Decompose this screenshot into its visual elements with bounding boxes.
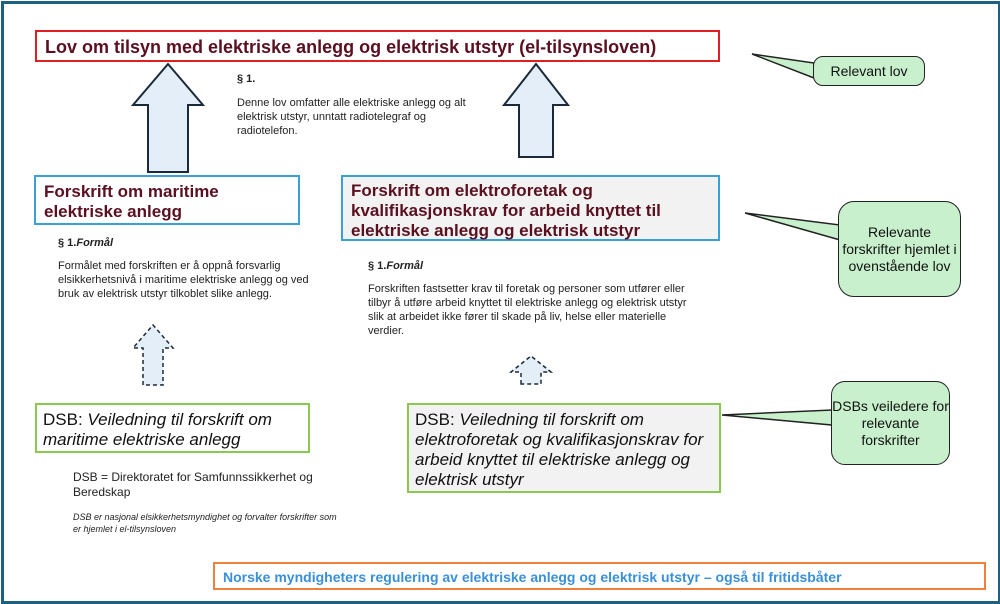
law-section: § 1. Denne lov omfatter alle elektriske … [237, 72, 477, 138]
contractor-section-heading: § 1. [368, 260, 387, 272]
dsb-maritime-prefix: DSB: [43, 410, 88, 429]
callout-dsb-guides: DSBs veiledere for relevante forskrifter [831, 381, 950, 465]
callout-dsb-guides-text: DSBs veiledere for relevante forskrifter [832, 397, 949, 448]
maritime-section-label: Formål [76, 237, 114, 249]
callout-relevant-regulations-text: Relevante forskrifter hjemlet i ovenståe… [842, 223, 957, 274]
dashed-up-arrow-left [131, 323, 175, 386]
footer-caption: Norske myndigheters regulering av elektr… [223, 569, 842, 585]
contractor-section-text: Forskriften fastsetter krav til foretak … [368, 283, 687, 337]
dsb-maritime-guide-box: DSB: Veiledning til forskrift om maritim… [35, 403, 310, 453]
dashed-up-arrow-right [508, 355, 554, 385]
dsb-contractor-prefix: DSB: [415, 410, 460, 429]
callout-pointer-guides [721, 409, 833, 426]
contractor-section-label: Formål [386, 260, 424, 272]
callout-relevant-regulations: Relevante forskrifter hjemlet i ovenståe… [838, 201, 961, 297]
law-title: Lov om tilsyn med elektriske anlegg og e… [45, 37, 657, 57]
dsb-maritime-title: Veiledning til forskrift om maritime ele… [43, 410, 272, 449]
contractor-regulation-title: Forskrift om elektroforetak og kvalifika… [351, 181, 661, 240]
callout-pointer-regulations [744, 212, 841, 241]
law-section-heading: § 1. [237, 73, 256, 85]
up-arrow-right [501, 62, 571, 158]
law-title-box: Lov om tilsyn med elektriske anlegg og e… [35, 30, 720, 62]
maritime-section: § 1.Formål Formålet med forskriften er å… [58, 236, 320, 301]
maritime-regulation-title: Forskrift om maritime elektriske anlegg [44, 182, 219, 221]
callout-relevant-law: Relevant lov [813, 56, 925, 86]
dsb-definition: DSB = Direktoratet for Samfunnssikkerhet… [73, 470, 313, 499]
callout-relevant-law-text: Relevant lov [830, 62, 908, 79]
law-section-text: Denne lov omfatter alle elektriske anleg… [237, 97, 466, 137]
dsb-contractor-guide-box: DSB: Veiledning til forskrift om elektro… [407, 403, 721, 493]
up-arrow-left [130, 62, 206, 173]
contractor-section: § 1.Formål Forskriften fastsetter krav t… [368, 259, 698, 338]
callout-pointer-law [751, 53, 815, 80]
maritime-section-heading: § 1. [58, 237, 77, 249]
maritime-regulation-box: Forskrift om maritime elektriske anlegg [34, 175, 300, 225]
footer-caption-box: Norske myndigheters regulering av elektr… [213, 562, 986, 590]
dsb-note: DSB er nasjonal elsikkerhetsmyndighet og… [73, 512, 337, 534]
contractor-regulation-box: Forskrift om elektroforetak og kvalifika… [341, 175, 720, 241]
dsb-contractor-title: Veiledning til forskrift om elektroforet… [415, 410, 704, 489]
maritime-section-text: Formålet med forskriften er å oppnå fors… [58, 260, 309, 300]
